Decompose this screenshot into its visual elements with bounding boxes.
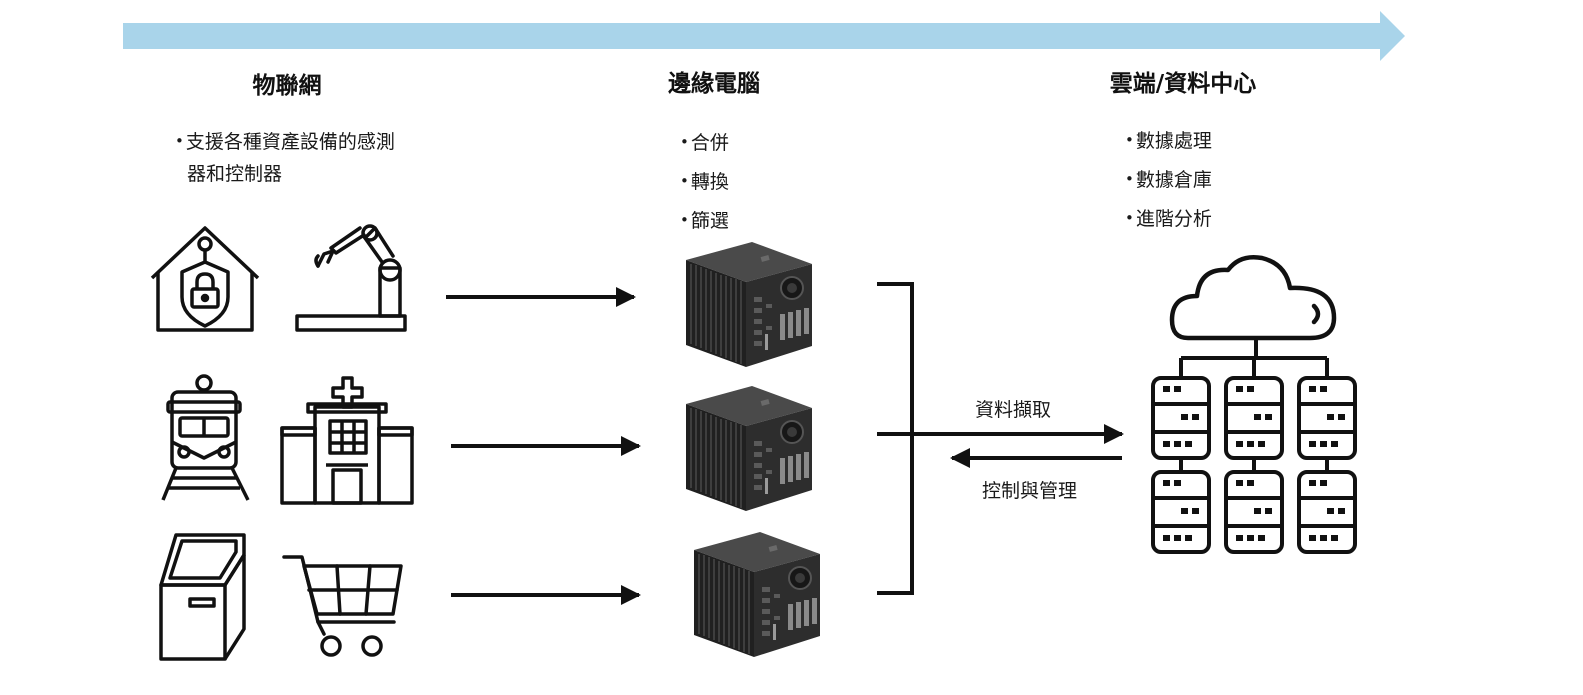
cloud-bullets: •數據處理 •數據倉庫 •進階分析	[1125, 121, 1212, 238]
edge-bullet-3: •篩選	[680, 210, 729, 232]
iot-title: 物聯網	[252, 73, 322, 99]
edge-bullet-1: •合併	[680, 132, 729, 154]
iot-bullet-line-2: 器和控制器	[187, 163, 283, 185]
hospital-icon	[280, 376, 414, 505]
iot-bullet-line-1: •支援各種資產設備的感測	[175, 131, 395, 153]
cloud-bullet-2: •數據倉庫	[1125, 169, 1212, 191]
server-rack-icon	[1151, 338, 1357, 554]
train-icon	[161, 374, 250, 501]
cloud-bullet-3: •進階分析	[1125, 208, 1212, 230]
cloud-icon	[1169, 255, 1337, 341]
shopping-cart-icon	[282, 555, 403, 657]
edge-computer-3	[693, 531, 821, 658]
cloud-bullet-1: •數據處理	[1125, 130, 1212, 152]
cloud-title: 雲端/資料中心	[1109, 71, 1257, 97]
edge-title: 邊緣電腦	[668, 71, 760, 97]
edge-computer-2	[685, 385, 813, 512]
edge-bullet-2: •轉換	[680, 171, 729, 193]
timeline-banner-arrow	[123, 11, 1405, 61]
iot-description: •支援各種資產設備的感測 器和控制器	[175, 125, 395, 190]
control-label: 控制與管理	[982, 480, 1078, 502]
ingest-label: 資料擷取	[975, 399, 1052, 421]
robot-arm-icon	[295, 224, 407, 332]
smart-home-security-icon	[150, 226, 260, 332]
edge-computer-1	[685, 241, 813, 368]
edge-bracket	[877, 282, 914, 595]
kiosk-icon	[159, 533, 246, 661]
edge-bullets: •合併 •轉換 •篩選	[680, 123, 729, 240]
